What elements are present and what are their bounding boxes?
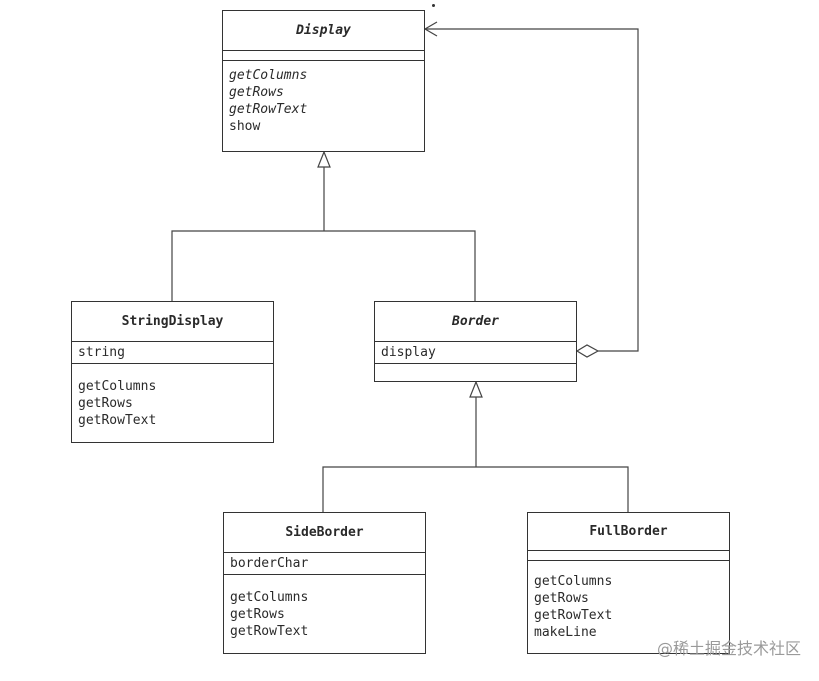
inheritance-branch-borders <box>322 466 629 512</box>
operation: show <box>229 119 261 134</box>
operation: getColumns <box>229 68 308 83</box>
class-display: Display getColumns getRows getRowText sh… <box>222 10 425 152</box>
operation: getRowText <box>534 608 613 623</box>
class-display-operations: getColumns getRows getRowText show <box>223 61 424 135</box>
class-fullborder-attributes <box>528 551 729 561</box>
operation: getRows <box>78 396 133 411</box>
operation: getRowText <box>230 624 309 639</box>
operation: getRowText <box>229 102 308 117</box>
class-sideborder-name: SideBorder <box>224 513 425 553</box>
operation: getRows <box>229 85 284 100</box>
operation: makeLine <box>534 625 597 640</box>
class-border: Border display <box>374 301 577 382</box>
operation: getColumns <box>78 379 157 394</box>
class-fullborder-operations: getColumns getRows getRowText makeLine <box>528 561 729 641</box>
aggregation-diamond <box>575 344 600 358</box>
operation: getColumns <box>534 574 613 589</box>
inheritance-arrow-border <box>469 380 483 398</box>
class-sideborder: SideBorder borderChar getColumns getRows… <box>223 512 426 654</box>
class-stringdisplay-operations: getColumns getRows getRowText <box>72 364 273 429</box>
class-border-attributes: display <box>375 342 576 364</box>
inheritance-branch-stringdisplay <box>171 230 476 301</box>
inheritance-arrow-display <box>317 150 331 168</box>
attribute: display <box>381 345 436 360</box>
operation: getRows <box>230 607 285 622</box>
stray-dot <box>432 4 435 7</box>
class-border-operations <box>375 364 576 381</box>
class-stringdisplay-name: StringDisplay <box>72 302 273 342</box>
class-border-name: Border <box>375 302 576 342</box>
class-fullborder: FullBorder getColumns getRows getRowText… <box>527 512 730 654</box>
attribute: borderChar <box>230 556 309 571</box>
aggregation-line <box>425 28 639 352</box>
class-fullborder-name: FullBorder <box>528 513 729 551</box>
attribute: string <box>78 345 125 360</box>
class-display-attributes <box>223 51 424 61</box>
operation: getColumns <box>230 590 309 605</box>
watermark: @稀土掘金技术社区 <box>656 639 801 658</box>
aggregation-arrowhead <box>423 21 438 37</box>
class-sideborder-attributes: borderChar <box>224 553 425 575</box>
operation: getRows <box>534 591 589 606</box>
operation: getRowText <box>78 413 157 428</box>
class-stringdisplay: StringDisplay string getColumns getRows … <box>71 301 274 443</box>
class-display-name: Display <box>223 11 424 51</box>
class-sideborder-operations: getColumns getRows getRowText <box>224 575 425 640</box>
class-stringdisplay-attributes: string <box>72 342 273 364</box>
